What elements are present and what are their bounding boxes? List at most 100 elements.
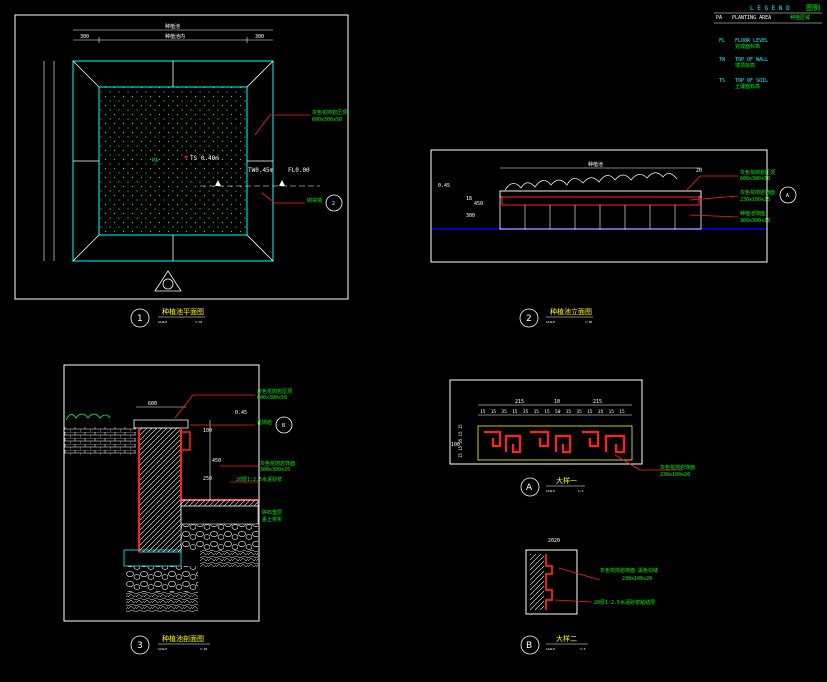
detail-a-dim-9: 35	[576, 409, 582, 415]
caption-2: 2 种植池立面图 SCALE 1:30	[519, 307, 593, 328]
detail-b-width: 2020	[548, 538, 560, 544]
detail-a-height-split: 15 15 25 15 15	[458, 424, 463, 458]
section-view: 600 0.45 100 450 250 灰色花岗岩压顶 600x300x50 …	[63, 364, 295, 622]
svg-text:大样一: 大样一	[556, 476, 577, 485]
detail-a-dim-1: 15	[491, 409, 497, 415]
plan-dim-total: 种植池	[165, 23, 180, 30]
section-detail-marker	[275, 416, 293, 434]
elev-detail-marker	[779, 186, 797, 204]
section-note-facing-size: 300x300x25	[260, 467, 290, 473]
plan-view: 种植池 300 种植池内 300 PA TS 0.40m TW0.45m FL0…	[14, 14, 349, 300]
detail-a-dim-6: 15	[544, 409, 550, 415]
detail-a-dim-11: 35	[598, 409, 604, 415]
svg-text:TW: TW	[719, 57, 726, 63]
svg-text:2: 2	[332, 201, 335, 207]
svg-text:B: B	[282, 423, 285, 429]
legend-block: L E G E N D 图例 PA PLANTING AREA 种植区域 FL …	[714, 3, 822, 90]
elev-note-pool-size: 300x300x25	[740, 218, 770, 224]
plan-dim-left: 300	[80, 34, 89, 40]
section-note-granite: 花岗岩	[257, 419, 272, 426]
svg-text:FLOOR LEVEL: FLOOR LEVEL	[735, 38, 768, 44]
detail-b-view: 2020 灰色花岗岩饰面 黑色勾缝 230x100x20 20厚1:2.5水泥砂…	[525, 538, 658, 615]
plan-fl-label: FL0.00	[288, 167, 310, 174]
section-dim-h2: 450	[212, 458, 221, 464]
detail-a-dim-0: 15	[480, 409, 486, 415]
svg-text:SCALE: SCALE	[158, 320, 167, 324]
detail-a-dim-12: 15	[609, 409, 615, 415]
plan-section-marker	[325, 194, 343, 212]
svg-text:TOP OF SOIL: TOP OF SOIL	[735, 78, 768, 84]
elev-level: 0.45	[438, 183, 450, 189]
detail-a-dim-8: 15	[566, 409, 572, 415]
svg-text:3: 3	[137, 641, 143, 651]
legend-item-fl: FL FLOOR LEVEL 完成面标高	[719, 38, 768, 50]
svg-text:A: A	[526, 483, 533, 493]
plan-tw-label: TW0.45m	[248, 167, 274, 174]
elev-note-facing-size: 230x100x25	[740, 197, 770, 203]
plan-dim-right: 300	[255, 34, 264, 40]
svg-text:SCALE: SCALE	[546, 647, 555, 651]
svg-text:A: A	[786, 193, 789, 199]
svg-text:1:10: 1:10	[200, 647, 207, 651]
plan-note-wall: 砌块墙	[307, 197, 322, 204]
svg-text:1:30: 1:30	[585, 320, 592, 324]
detail-a-dim-c: 215	[593, 399, 602, 405]
svg-text:墙顶标高: 墙顶标高	[735, 62, 755, 69]
legend-item-tw: TW TOP OF WALL 墙顶标高	[719, 57, 768, 69]
elev-dim-top: 种植池	[588, 161, 603, 168]
svg-text:种植池平面图: 种植池平面图	[162, 307, 204, 316]
plan-ts-label: TS 0.40m	[190, 155, 219, 162]
detail-a-dim-a: 215	[515, 399, 524, 405]
elev-note-coping-size: 600x300x50	[740, 176, 770, 182]
detail-b-note-mortar: 20厚1:2.5水泥砂浆粘结层	[594, 599, 655, 606]
legend-item-pa: PA PLANTING AREA 种植区域	[716, 14, 810, 21]
section-level: 0.45	[235, 410, 247, 416]
svg-text:FL: FL	[719, 38, 725, 44]
detail-a-dim-2: 35	[501, 409, 507, 415]
legend-item-ts: TS TOP OF SOIL 土壤面标高	[719, 78, 768, 90]
caption-b: B 大样二 SCALE 1:5	[520, 634, 588, 655]
detail-a-note-size: 230x100x20	[660, 472, 690, 478]
section-note-mortar: 20厚1:2.5水泥砂浆	[236, 476, 282, 483]
svg-text:1:5: 1:5	[578, 489, 584, 493]
elev-dim-h3: 18	[466, 196, 472, 202]
svg-text:SCALE: SCALE	[546, 320, 555, 324]
plan-dim-inner: 种植池内	[165, 33, 185, 40]
elev-dim-h1: 300	[466, 213, 475, 219]
svg-text:种植池立面图: 种植池立面图	[550, 307, 592, 316]
svg-text:1:5: 1:5	[580, 647, 586, 651]
svg-text:完成面标高: 完成面标高	[735, 43, 760, 50]
svg-text:土壤面标高: 土壤面标高	[735, 83, 760, 90]
detail-a-note: 灰色花岗岩饰面	[660, 464, 695, 471]
section-note-coping: 灰色花岗岩压顶	[257, 388, 292, 395]
caption-3: 3 种植池剖面图 SCALE 1:10	[130, 634, 210, 655]
elev-note-coping: 灰色花岗岩压顶	[740, 169, 775, 176]
svg-text:种植池剖面图: 种植池剖面图	[162, 634, 204, 643]
detail-a-dim-b: 10	[554, 399, 560, 405]
elevation-view: 种植池 20 0.45 18 300 450 灰色花岗岩压顶 600x300x5…	[430, 149, 797, 263]
elev-dim-h2: 450	[474, 201, 483, 207]
section-note-coping-size: 600x300x50	[257, 395, 287, 401]
detail-a-dim-3: 15	[512, 409, 518, 415]
svg-text:PLANTING AREA: PLANTING AREA	[732, 15, 771, 21]
plan-note-coping: 灰色花岗岩压顶	[312, 109, 347, 116]
plan-elevation-marker	[154, 270, 182, 292]
elev-note-pool: 种植池饰面	[740, 210, 765, 217]
svg-text:B: B	[526, 641, 532, 651]
detail-b-note-facing: 灰色花岗岩饰面 黑色勾缝	[600, 567, 658, 574]
detail-a-dim-5: 15	[534, 409, 540, 415]
section-dim-h1: 100	[203, 428, 212, 434]
svg-text:1: 1	[137, 314, 143, 324]
legend-title: L E G E N D	[750, 5, 790, 12]
elev-dim-end: 20	[696, 168, 702, 174]
plan-note-coping-size: 600x300x50	[312, 117, 342, 123]
svg-text:PA: PA	[716, 15, 722, 21]
section-dim-width: 600	[148, 401, 157, 407]
detail-a-dim-4: 35	[523, 409, 529, 415]
svg-text:TS: TS	[719, 78, 725, 84]
section-note-gravel: 碎石垫层	[262, 509, 282, 516]
svg-text:1:30: 1:30	[195, 320, 202, 324]
